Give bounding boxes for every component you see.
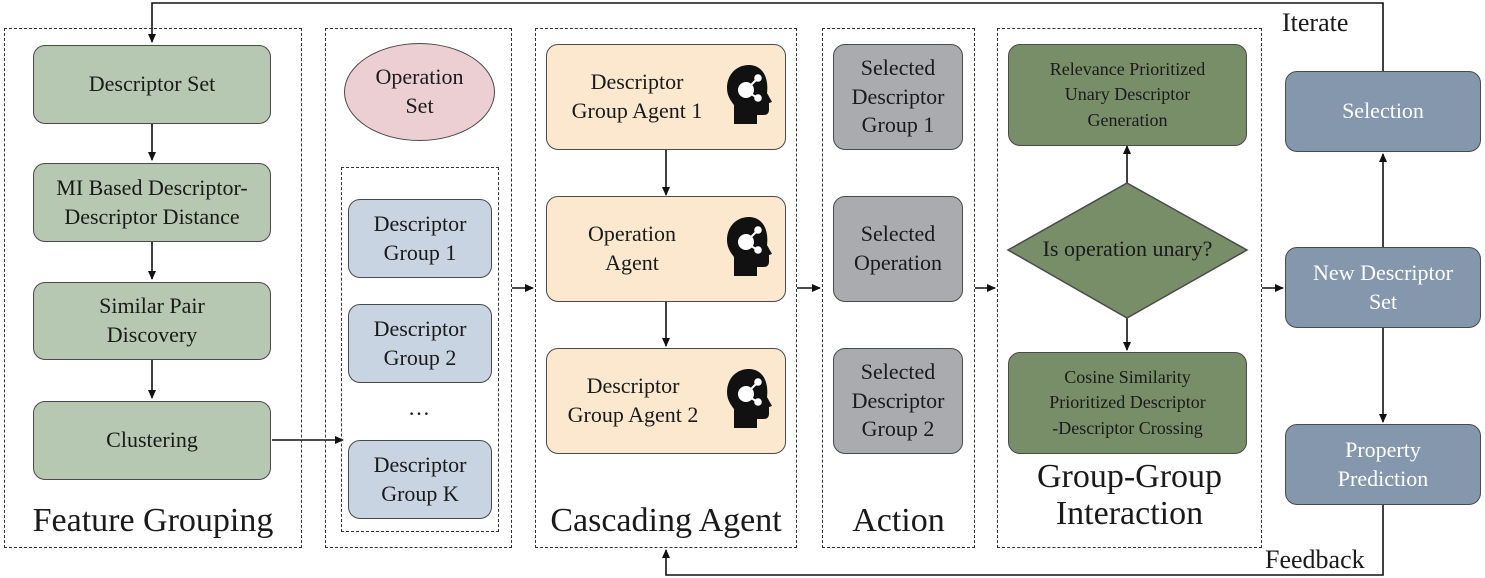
selected-group-2-node: Selected Descriptor Group 2 [833,348,963,454]
feedback-label: Feedback [1265,545,1365,574]
panel-descriptor-groups-inner [341,167,499,532]
selection-node: Selection [1285,71,1481,152]
descriptor-group-agent-1-node: Descriptor Group Agent 1 [546,44,786,150]
group-interaction-title: Group-Group Interaction [1036,458,1223,533]
feedback-loop [662,505,1384,576]
clustering-node: Clustering [33,401,271,480]
decision-label: Is operation unary? [1042,236,1213,261]
action-title: Action [852,502,945,539]
agent-2-label: Descriptor Group Agent 2 [567,373,699,427]
descriptor-group-2-node: Descriptor Group 2 [348,304,492,383]
groups-ellipsis: … [408,395,430,420]
unary-generation-node: Relevance Prioritized Unary Descriptor G… [1008,44,1247,146]
head-brain-icon [727,369,772,428]
descriptor-group-k-node: Descriptor Group K [348,440,492,519]
head-brain-icon [727,65,772,124]
similar-pair-node: Similar Pair Discovery [33,282,271,360]
property-prediction-node: Property Prediction [1285,424,1481,505]
descriptor-set-node: Descriptor Set [33,45,271,124]
panel-operation-groups [325,28,512,548]
panel-feature-grouping [4,28,302,548]
iterate-loop [148,2,1384,71]
mi-distance-node: MI Based Descriptor- Descriptor Distance [33,163,271,242]
panel-action [822,28,975,548]
operation-agent-node: Operation Agent [546,196,786,302]
descriptor-group-1-node: Descriptor Group 1 [348,199,492,278]
decision-diamond [1006,182,1249,319]
cascading-agent-title: Cascading Agent [550,502,782,539]
descriptor-group-agent-2-node: Descriptor Group Agent 2 [546,348,786,454]
new-descriptor-set-node: New Descriptor Set [1285,247,1481,328]
panel-group-interaction [997,28,1262,548]
panel-cascading-agent [535,28,797,548]
head-brain-icon [727,217,772,276]
operation-agent-label: Operation Agent [588,221,676,275]
feature-grouping-title: Feature Grouping [32,502,274,539]
selected-operation-node: Selected Operation [833,196,963,302]
crossing-node: Cosine Similarity Prioritized Descriptor… [1008,352,1247,454]
operation-set-node: Operation Set [344,43,495,141]
iterate-label: Iterate [1282,8,1349,37]
selected-group-1-node: Selected Descriptor Group 1 [833,44,963,150]
agent-1-label: Descriptor Group Agent 1 [571,69,703,123]
